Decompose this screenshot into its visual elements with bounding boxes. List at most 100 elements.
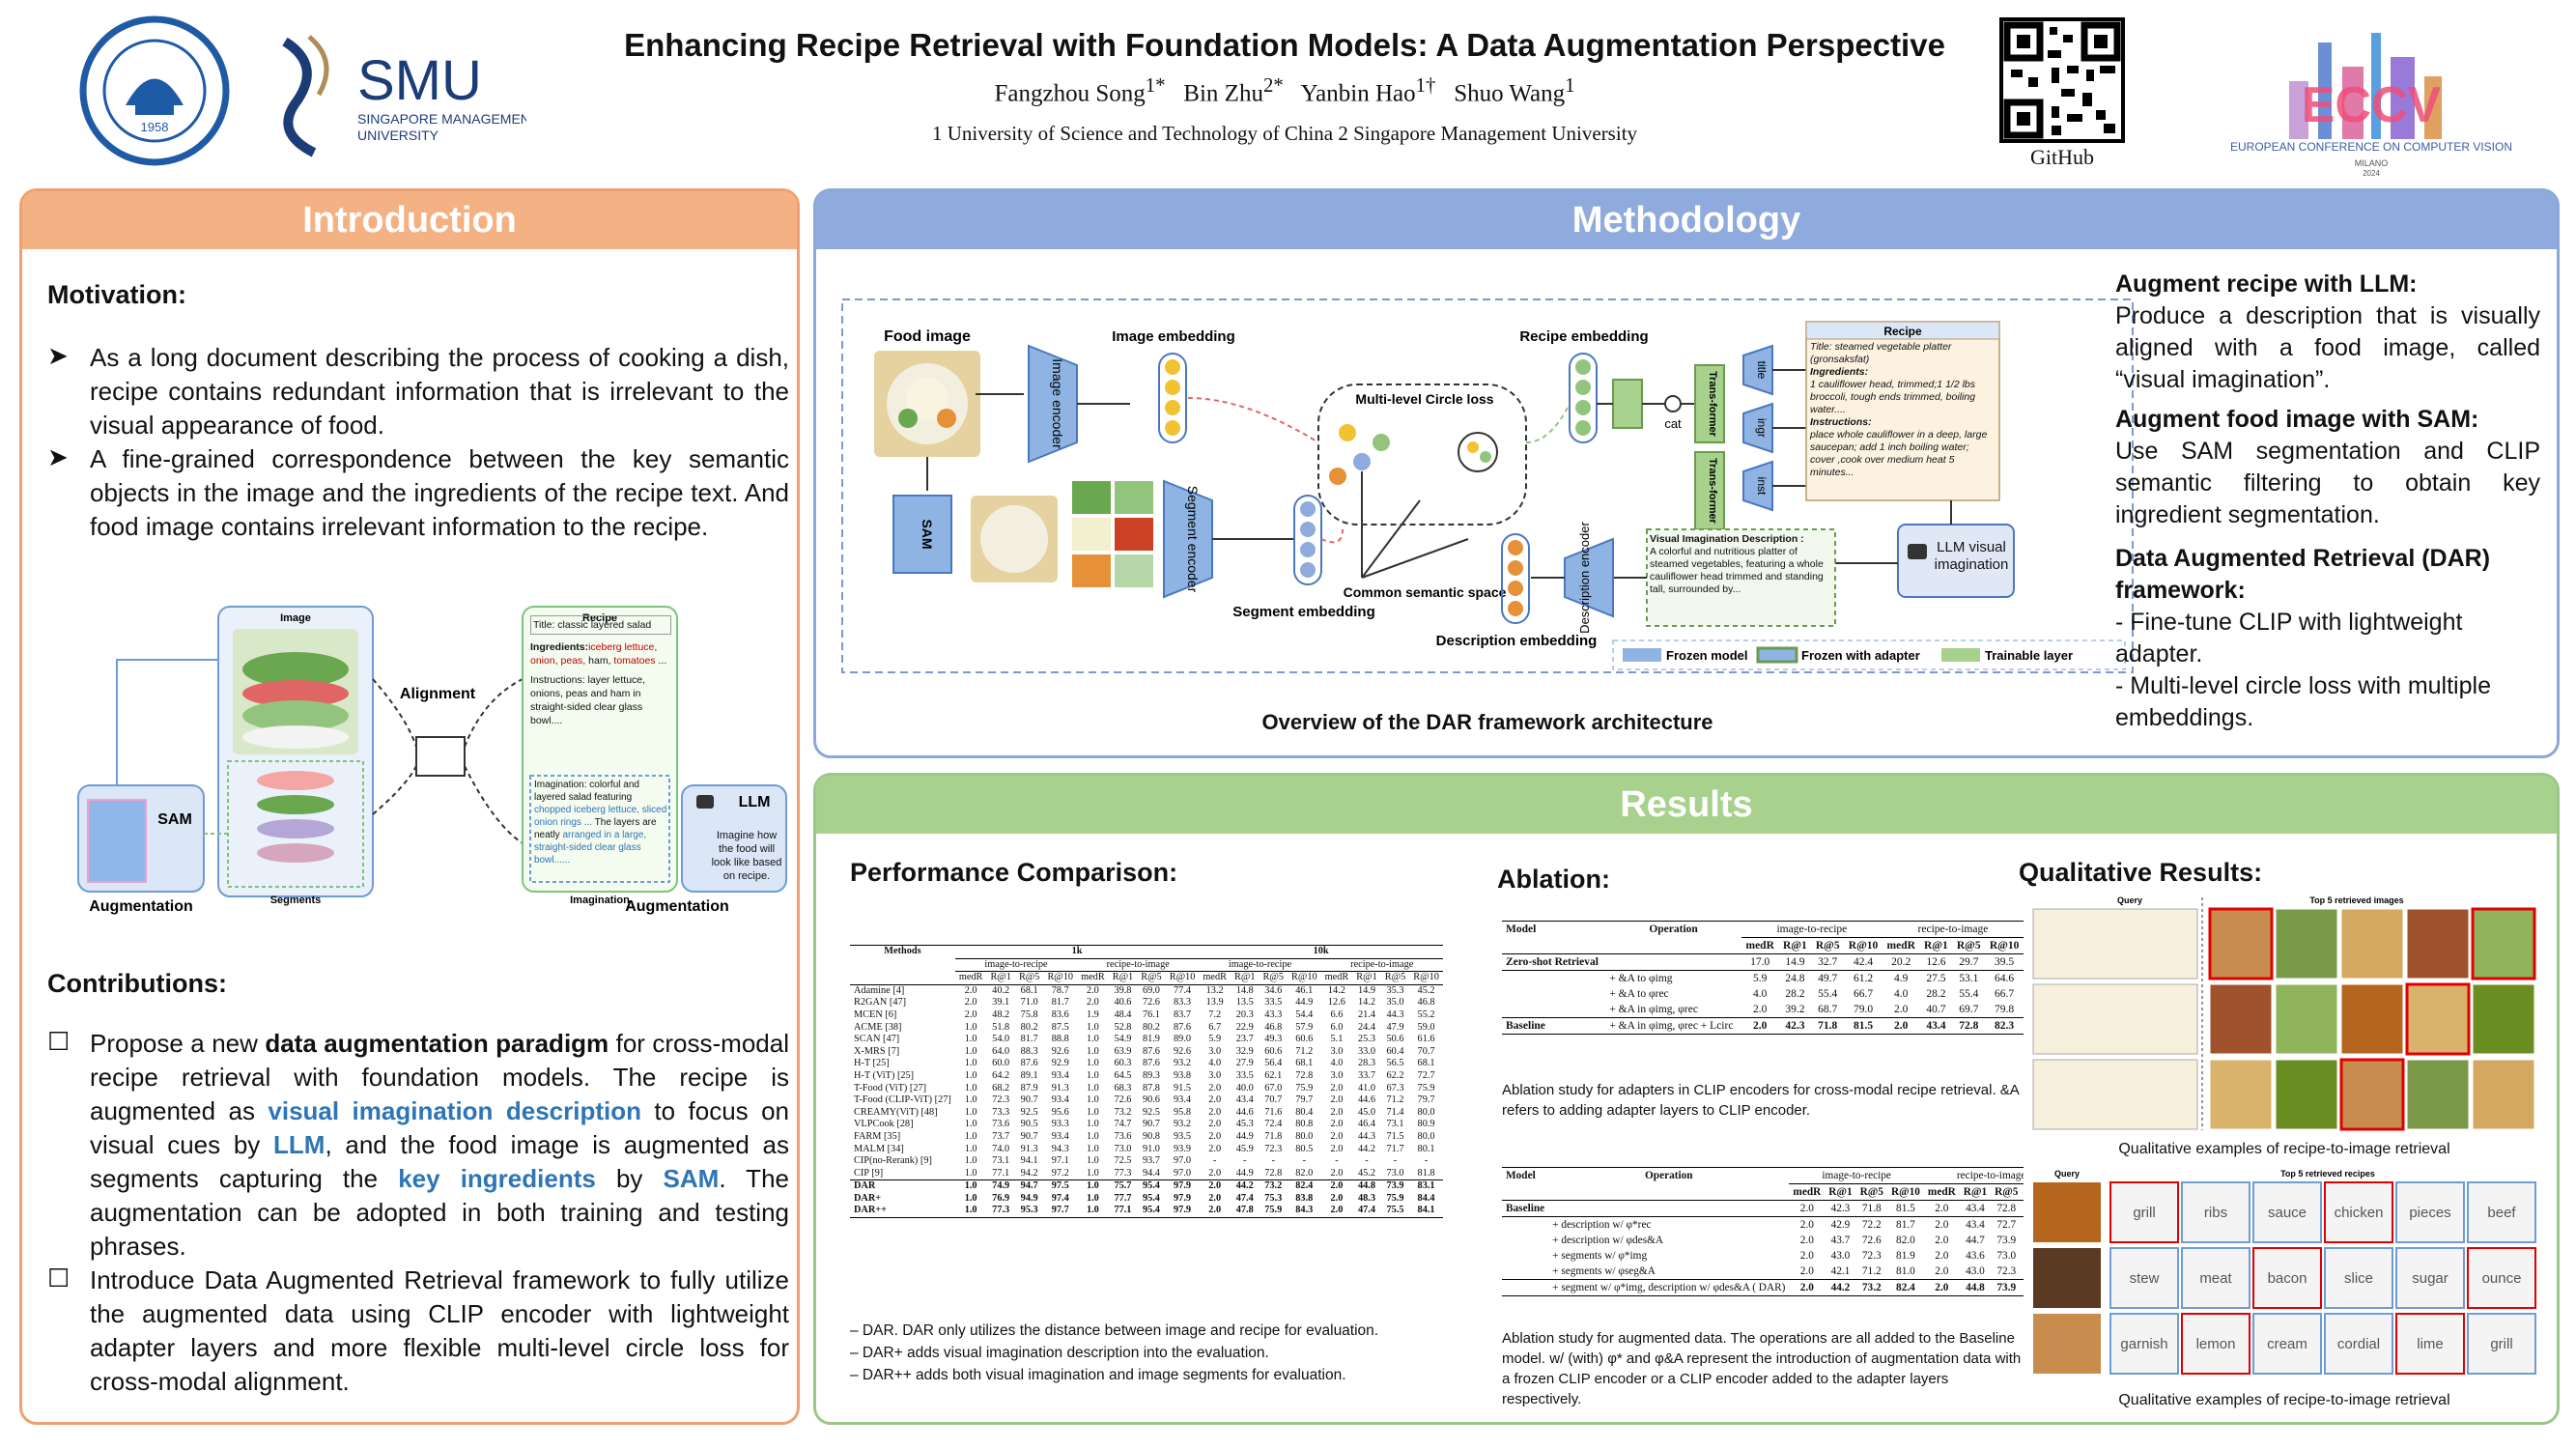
table-cell: 43.6 <box>1966 1250 1985 1262</box>
introduction-header: Introduction <box>22 191 797 249</box>
table-cell: + &A in φimg, φrec + Lcirc <box>1609 1020 1734 1032</box>
table-cell: 22.9 <box>1235 1021 1254 1033</box>
table-cell: 2.0 <box>1086 984 1099 996</box>
table-cell: 64.6 <box>1995 973 2015 984</box>
table-cell: 67.0 <box>1264 1082 1283 1094</box>
table-cell: MALM [34] <box>854 1143 904 1154</box>
table-cell: 2.0 <box>1208 1192 1222 1204</box>
query-food-image <box>2033 1248 2101 1308</box>
github-qr-code[interactable] <box>1999 17 2125 143</box>
table-cell: 34.6 <box>1264 984 1283 996</box>
table-cell: 1.0 <box>964 1021 977 1033</box>
eccv-logo: ECCV EUROPEAN CONFERENCE ON COMPUTER VIS… <box>2212 14 2531 178</box>
table-cell: 70.7 <box>1417 1045 1435 1057</box>
table-cell: 1.0 <box>1086 1106 1099 1118</box>
table-cell: 27.9 <box>1235 1058 1254 1069</box>
svg-text:Trans-former: Trans-former <box>1707 371 1718 438</box>
table-cell: 95.8 <box>1174 1106 1192 1118</box>
table-cell: 1.0 <box>964 1192 977 1204</box>
table-cell: 3.0 <box>1330 1069 1344 1081</box>
table-cell: 2.0 <box>1799 1282 1814 1293</box>
table-cell <box>1502 986 1605 1002</box>
table-cell: DAR+ <box>854 1192 882 1204</box>
table-cell: 2.0 <box>1330 1130 1344 1142</box>
table-header: image-to-recipe <box>1741 921 1882 938</box>
table-cell: 97.1 <box>1051 1155 1069 1167</box>
table-cell: 1.0 <box>1086 1045 1099 1057</box>
svg-text:Image: Image <box>280 612 311 624</box>
table-cell: 2.0 <box>1208 1205 1222 1216</box>
table-cell: 14.9 <box>1357 984 1375 996</box>
table-cell: T-Food (ViT) [27] <box>854 1082 927 1094</box>
table-cell: 73.2 <box>1861 1282 1882 1293</box>
table-cell: 75.9 <box>1417 1082 1435 1094</box>
performance-notes: – DAR. DAR only utilizes the distance be… <box>850 1322 1379 1383</box>
table-cell: 43.4 <box>1926 1020 1946 1032</box>
table-cell: 43.0 <box>1966 1265 1985 1277</box>
svg-text:Alignment: Alignment <box>400 686 476 702</box>
table-cell: 95.4 <box>1142 1192 1160 1204</box>
table-cell: 55.4 <box>1818 988 1838 1000</box>
retrieved-image-thumbnail <box>2471 907 2536 980</box>
qualitative-title: Qualitative Results: <box>2019 858 2263 887</box>
table-cell: 33.5 <box>1264 997 1283 1009</box>
table-cell: 87.6 <box>1142 1058 1160 1069</box>
qualitative-caption-1: Qualitative examples of recipe-to-image … <box>2118 1141 2450 1157</box>
retrieved-image-thumbnail <box>2405 982 2471 1056</box>
word-cloud-term: meat <box>2199 1270 2232 1287</box>
table-cell: 40.7 <box>1926 1004 1946 1015</box>
smu-logo: SMU SINGAPORE MANAGEMENT UNIVERSITY <box>266 27 539 162</box>
contribution-item: ☐ Introduce Data Augmented Retrieval fra… <box>47 1264 789 1399</box>
word-cloud-card <box>2395 1247 2465 1309</box>
word-cloud-card <box>2109 1313 2179 1375</box>
svg-text:Augmentation: Augmentation <box>625 898 729 915</box>
table-cell: 49.3 <box>1264 1034 1283 1045</box>
table-cell: 60.6 <box>1295 1034 1314 1045</box>
ablation-caption-1: Ablation study for adapters in CLIP enco… <box>1502 1082 2019 1119</box>
svg-text:2024: 2024 <box>2363 169 2380 178</box>
table-header: 10k <box>1199 945 1443 959</box>
table-cell: 67.3 <box>1386 1082 1404 1094</box>
table-header: R@5 <box>1141 972 1162 983</box>
table-cell: 73.2 <box>1264 1180 1283 1192</box>
table-cell: 1.0 <box>964 1180 977 1192</box>
table-cell: CIP [9] <box>854 1167 884 1179</box>
table-cell: 93.4 <box>1051 1069 1069 1081</box>
word-cloud-card <box>2395 1313 2465 1375</box>
word-cloud-card <box>2109 1181 2179 1243</box>
table-cell: 1.0 <box>964 1130 977 1142</box>
table-cell: Adamine [4] <box>854 984 905 996</box>
table-cell <box>1605 938 1741 954</box>
table-cell: 91.3 <box>1051 1082 1069 1094</box>
author-name: Shuo Wang <box>1454 80 1566 107</box>
table-cell: 92.5 <box>1020 1106 1038 1118</box>
table-cell: 94.1 <box>1020 1155 1038 1167</box>
table-cell: 71.0 <box>1020 997 1038 1009</box>
svg-text:Food image: Food image <box>884 328 971 345</box>
table-cell: 6.7 <box>1208 1021 1222 1033</box>
table-row: + segment w/ φ*img, description w/ φdes&… <box>1502 1279 2024 1296</box>
table-header: Operation <box>1649 923 1698 936</box>
table-cell: 1.0 <box>964 1094 977 1106</box>
word-cloud-card <box>2252 1247 2322 1309</box>
table-header: R@1 <box>1783 940 1807 952</box>
table-cell: H-T [25] <box>854 1058 890 1069</box>
word-cloud-term: bacon <box>2268 1270 2307 1287</box>
table-cell: 14.2 <box>1357 997 1375 1009</box>
table-cell: 80.8 <box>1295 1119 1314 1130</box>
word-cloud-term: ounce <box>2482 1270 2522 1287</box>
motivation-list: ➤ As a long document describing the proc… <box>47 341 789 544</box>
table-cell: 1.0 <box>964 1167 977 1179</box>
ablation-caption-2: Ablation study for augmented data. The o… <box>1502 1330 2022 1407</box>
table-cell: 69.7 <box>1959 1004 1979 1015</box>
retrieved-image-thumbnail <box>2340 983 2404 1055</box>
table-cell: 70.7 <box>1264 1094 1283 1106</box>
table-header: image-to-recipe <box>954 958 1078 973</box>
